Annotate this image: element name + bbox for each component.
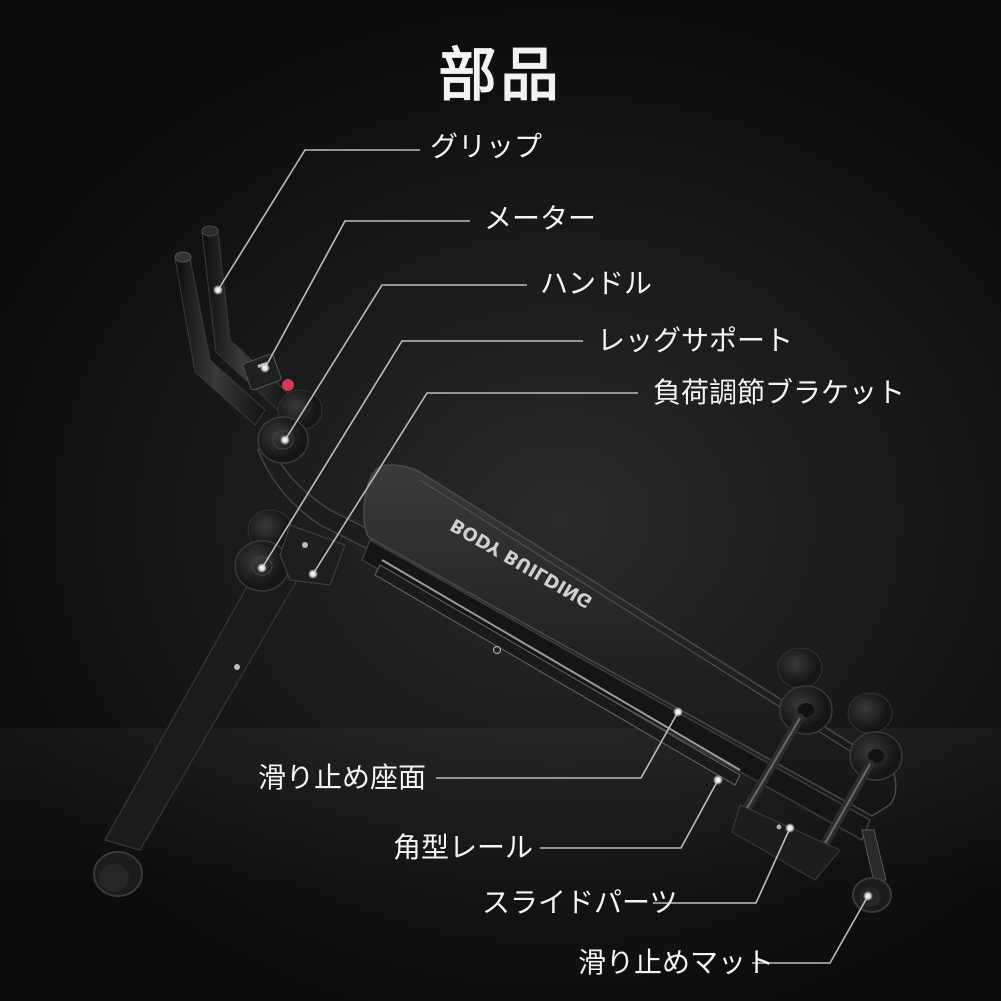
label-square-rail: 角型レール [393,831,534,864]
handle-pad [257,389,323,464]
dot-leg-support [257,563,267,573]
rear-leg [861,829,887,883]
label-non-slip-seat: 滑り止め座面 [258,761,427,794]
frame-arm [257,438,392,556]
front-foot-cap [93,851,143,897]
slide-plate [731,804,841,881]
anchor-dots [213,285,873,901]
label-handle: ハンドル [540,267,653,300]
leader-meter [264,220,470,369]
handle-bars [174,225,291,426]
label-grip: グリップ [430,130,543,163]
leader-bracket [312,392,638,575]
label-load-adjust-bracket: 負荷調節ブラケット [653,376,906,409]
dot-handle [280,435,290,445]
rear-rollers [735,647,903,875]
leader-slide [653,827,791,904]
page-title: 部品 [438,41,563,109]
dot-rail [713,775,723,785]
seat-cushion: BODY BUILDING [363,464,897,817]
dot-seat [673,707,683,717]
label-leg-support: レッグサポート [597,324,794,357]
leader-seat [436,711,679,779]
label-slide-parts: スライドパーツ [482,886,678,919]
label-non-slip-mat: 滑り止めマット [578,946,775,979]
dot-grip [213,285,223,295]
front-leg [93,559,302,897]
leader-handle [284,284,527,441]
leader-grip [217,149,420,291]
dot-slide [785,823,795,833]
dot-mat [863,891,873,901]
meter-red-button [282,379,294,391]
leader-leg-support [261,340,583,569]
adjust-bracket-plate [279,524,346,586]
leader-lines [217,149,869,964]
leader-mat [752,895,869,964]
dot-meter [260,363,270,373]
dot-bracket [308,569,318,579]
leg-support-pads [234,509,293,592]
rail-assembly [361,538,871,842]
leader-rail [540,779,719,849]
label-meter: メーター [484,202,597,235]
